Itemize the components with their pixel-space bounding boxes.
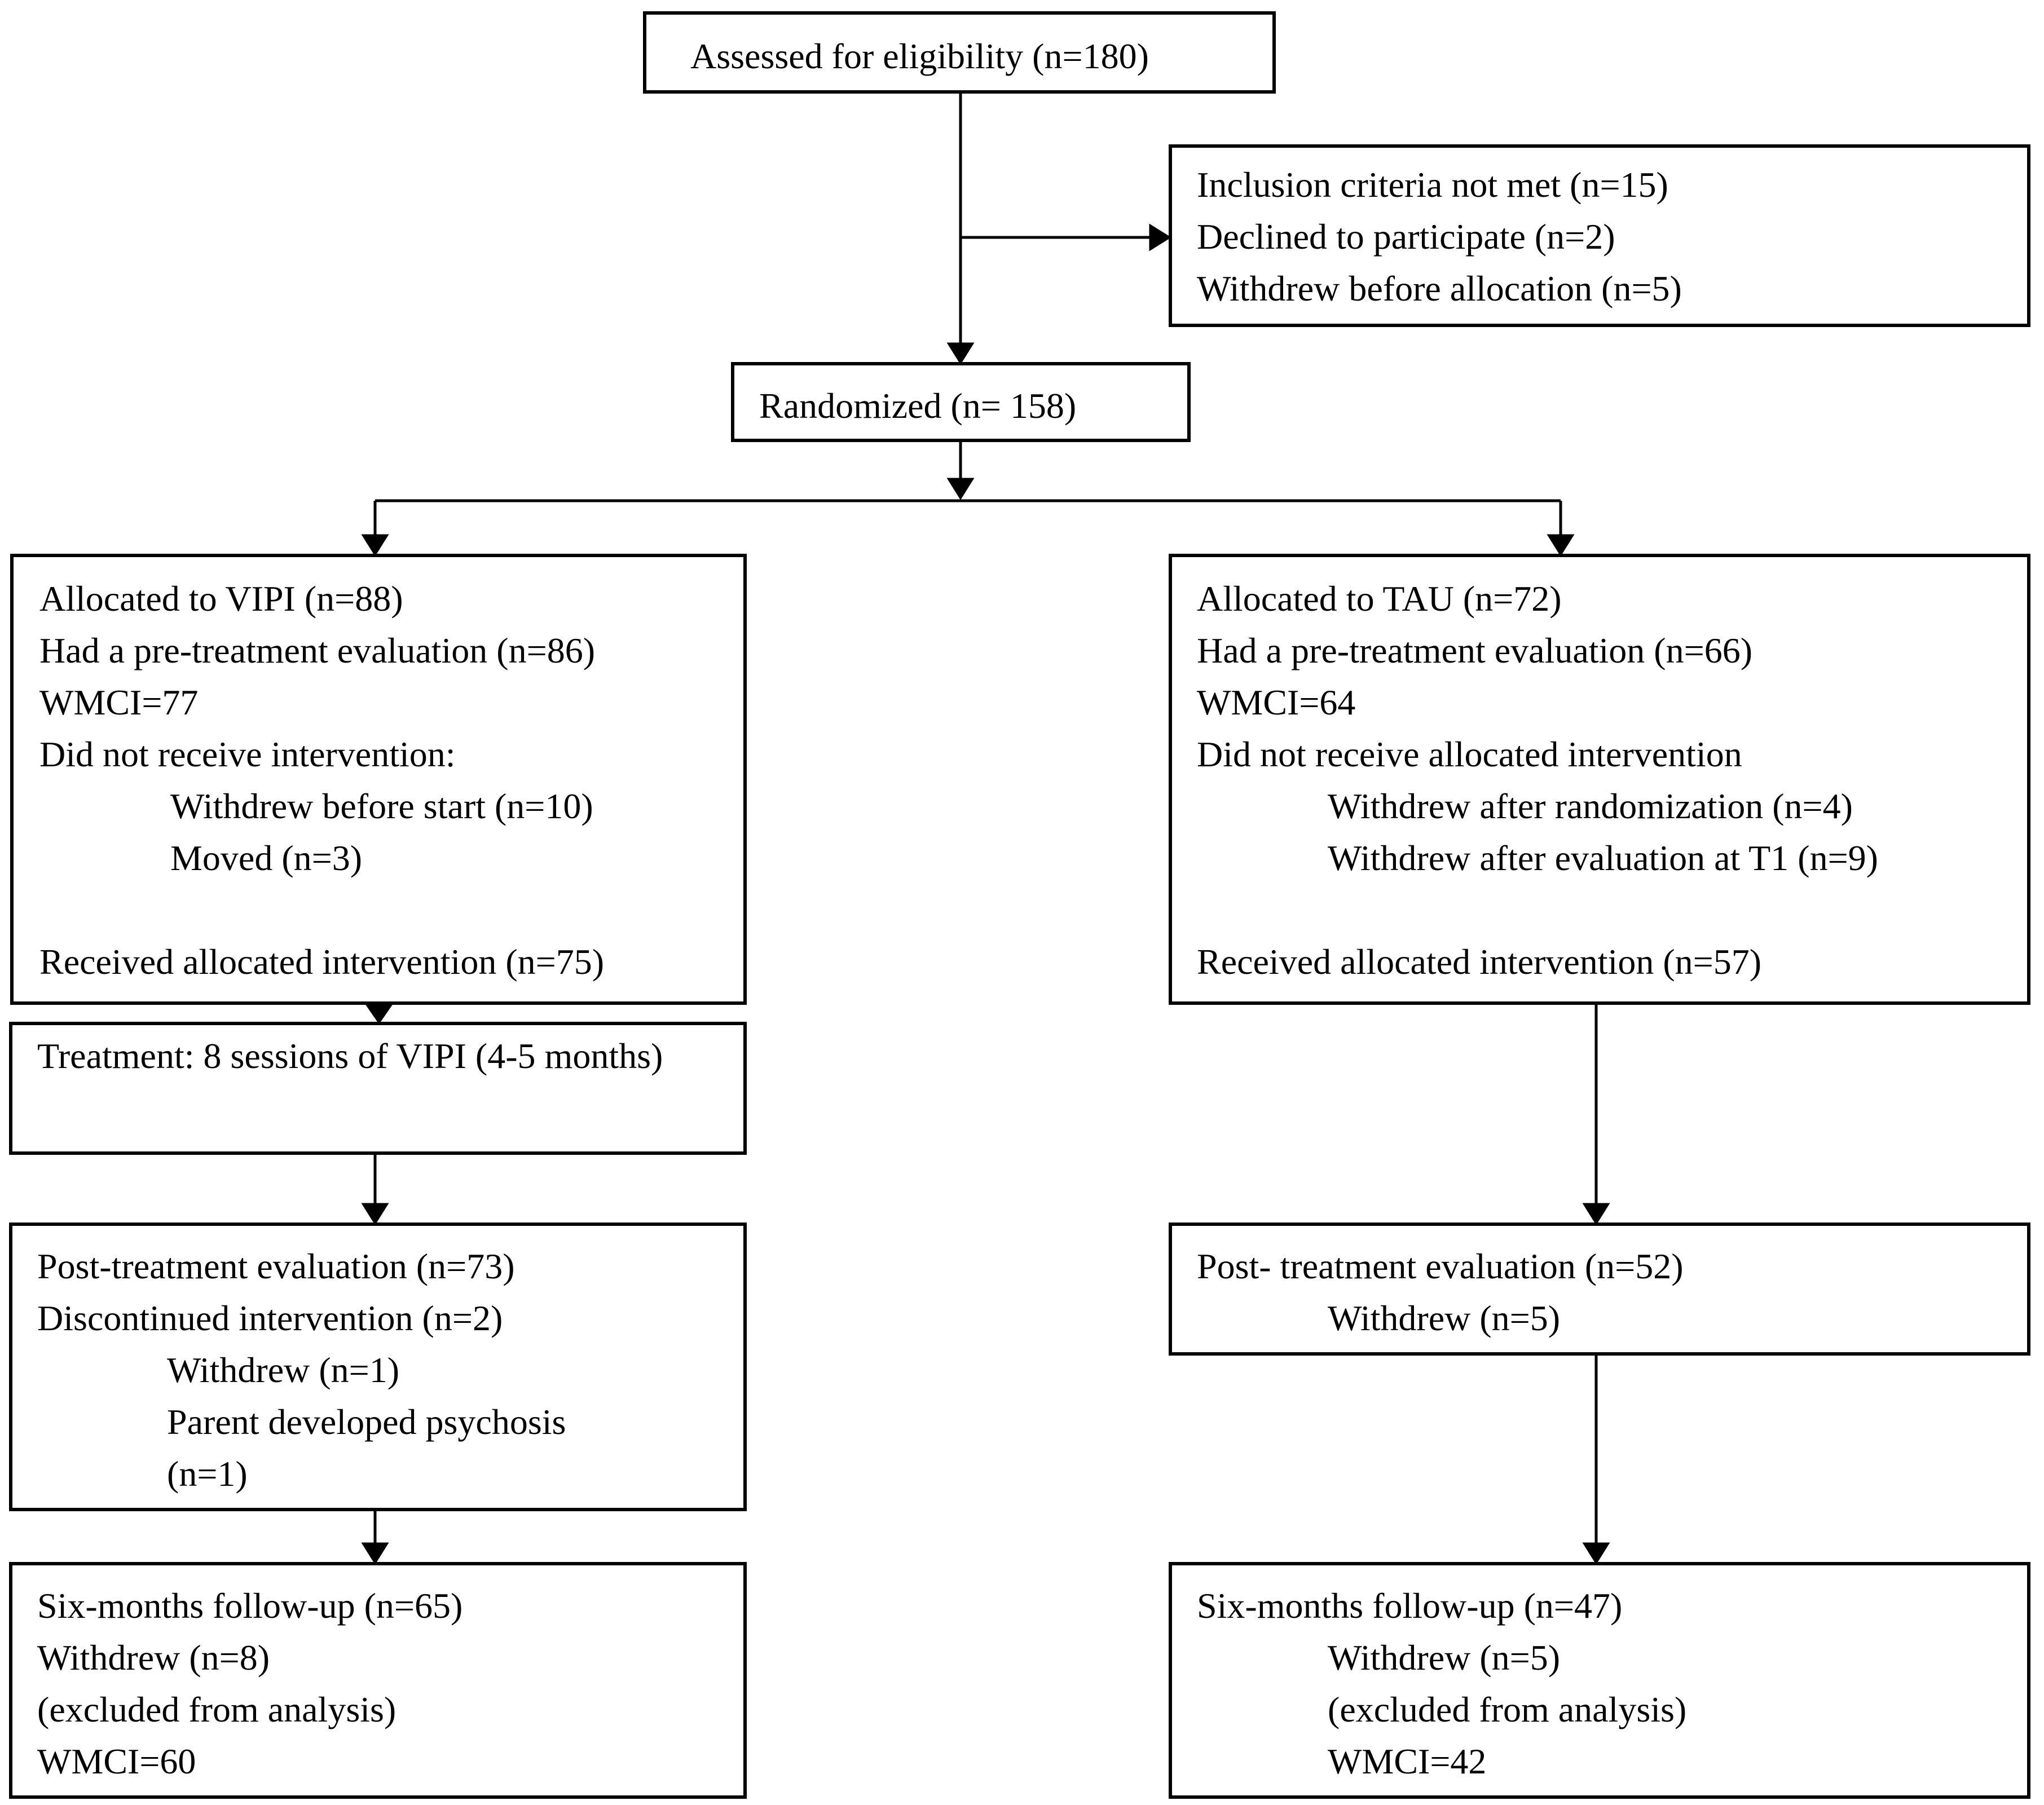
vipi-treatment-box: Treatment: 8 sessions of VIPI (4-5 month… [9, 1022, 747, 1155]
vipi-post-line: Withdrew (n=1) [167, 1350, 400, 1390]
tau-followup-line: WMCI=42 [1328, 1741, 1487, 1781]
excluded-line: Declined to participate (n=2) [1197, 217, 1615, 257]
tau-followup-line: Withdrew (n=5) [1328, 1638, 1561, 1678]
vipi-followup-line: Withdrew (n=8) [37, 1638, 270, 1678]
vipi-followup-box: Six-months follow-up (n=65) Withdrew (n=… [9, 1562, 747, 1799]
vipi-allocation-line: Did not receive intervention: [39, 734, 456, 774]
tau-followup-line: Six-months follow-up (n=47) [1197, 1586, 1623, 1626]
vipi-allocation-line: Moved (n=3) [170, 838, 363, 878]
tau-post-box: Post- treatment evaluation (n=52) Withdr… [1169, 1223, 2030, 1356]
assessed-text: Assessed for eligibility (n=180) [690, 36, 1149, 76]
tau-allocation-line: Withdrew after randomization (n=4) [1328, 786, 1853, 826]
assessed-box: Assessed for eligibility (n=180) [643, 11, 1276, 94]
tau-allocation-line: Received allocated intervention (n=57) [1197, 942, 1762, 982]
excluded-line: Inclusion criteria not met (n=15) [1197, 165, 1668, 205]
tau-allocation-line: Had a pre-treatment evaluation (n=66) [1197, 630, 1752, 670]
vipi-allocation-line: WMCI=77 [39, 682, 199, 722]
vipi-followup-line: WMCI=60 [37, 1741, 196, 1781]
tau-allocation-line: Allocated to TAU (n=72) [1197, 579, 1562, 619]
vipi-allocation-line: Withdrew before start (n=10) [170, 786, 593, 826]
vipi-followup-line: (excluded from analysis) [37, 1689, 397, 1729]
excluded-line: Withdrew before allocation (n=5) [1197, 268, 1682, 308]
randomized-box: Randomized (n= 158) [731, 362, 1191, 442]
vipi-post-box: Post-treatment evaluation (n=73) Discont… [9, 1223, 747, 1511]
vipi-post-line: Post-treatment evaluation (n=73) [37, 1246, 515, 1286]
vipi-allocation-line: Allocated to VIPI (n=88) [39, 579, 403, 619]
vipi-followup-line: Six-months follow-up (n=65) [37, 1586, 463, 1626]
randomized-text: Randomized (n= 158) [759, 386, 1077, 426]
tau-allocation-box: Allocated to TAU (n=72) Had a pre-treatm… [1169, 554, 2030, 1005]
tau-followup-box: Six-months follow-up (n=47) Withdrew (n=… [1169, 1562, 2030, 1799]
tau-allocation-line: Withdrew after evaluation at T1 (n=9) [1328, 838, 1878, 878]
tau-post-line: Withdrew (n=5) [1328, 1298, 1561, 1338]
vipi-post-line: (n=1) [167, 1454, 248, 1494]
tau-post-line: Post- treatment evaluation (n=52) [1197, 1246, 1684, 1286]
vipi-allocation-box: Allocated to VIPI (n=88) Had a pre-treat… [10, 554, 747, 1005]
vipi-allocation-line: Had a pre-treatment evaluation (n=86) [39, 630, 595, 670]
vipi-post-line: Parent developed psychosis [167, 1402, 566, 1442]
vipi-allocation-line: Received allocated intervention (n=75) [39, 942, 605, 982]
tau-allocation-line: Did not receive allocated intervention [1197, 734, 1742, 774]
tau-allocation-line: WMCI=64 [1197, 682, 1356, 722]
tau-followup-line: (excluded from analysis) [1328, 1689, 1687, 1729]
vipi-post-line: Discontinued intervention (n=2) [37, 1298, 503, 1338]
vipi-treatment-text: Treatment: 8 sessions of VIPI (4-5 month… [37, 1036, 663, 1076]
excluded-box: Inclusion criteria not met (n=15) Declin… [1169, 144, 2030, 327]
